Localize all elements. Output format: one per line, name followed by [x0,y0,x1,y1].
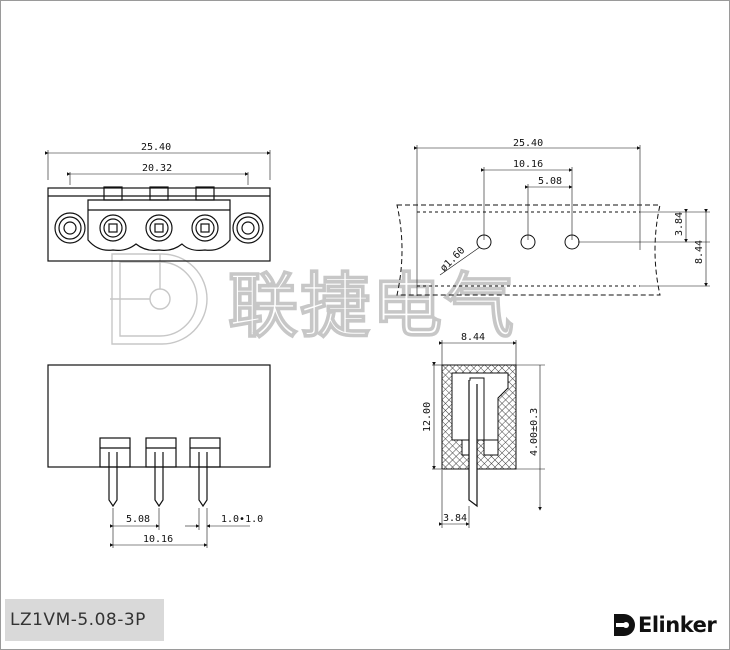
top-view [396,145,710,296]
bottom-view [47,364,271,548]
front-pin-span-label: 20.32 [142,163,172,174]
side-height-label: 12.00 [422,402,433,432]
watermark-text: 联捷电气 [228,265,516,347]
side-width-label: 8.44 [461,332,485,343]
brand-mark-icon [614,614,635,636]
model-number: LZ1VM-5.08-3P [10,610,146,630]
bottom-pin-size-label: 1.0•1.0 [221,514,263,525]
bottom-pitch-label: 5.08 [126,514,150,525]
top-pin-span-label: 10.16 [513,159,543,170]
top-overall-width-label: 25.40 [513,138,543,149]
top-pitch-label: 5.08 [538,176,562,187]
brand-name: Elinker [638,613,717,637]
side-view [432,340,545,528]
front-view [45,150,271,262]
front-overall-width-label: 25.40 [141,142,171,153]
watermark: 联捷电气 [110,253,516,348]
brand-logo: Elinker [612,612,717,638]
top-depth-label: 8.44 [694,240,705,264]
watermark-logo-icon [110,253,208,345]
side-pin-height-label: 4.00±0.3 [529,408,540,456]
top-row-offset-label: 3.84 [674,212,685,236]
bottom-pin-span-label: 10.16 [143,534,173,545]
model-number-box [5,599,164,641]
side-pin-offset-label: 3.84 [443,513,467,524]
